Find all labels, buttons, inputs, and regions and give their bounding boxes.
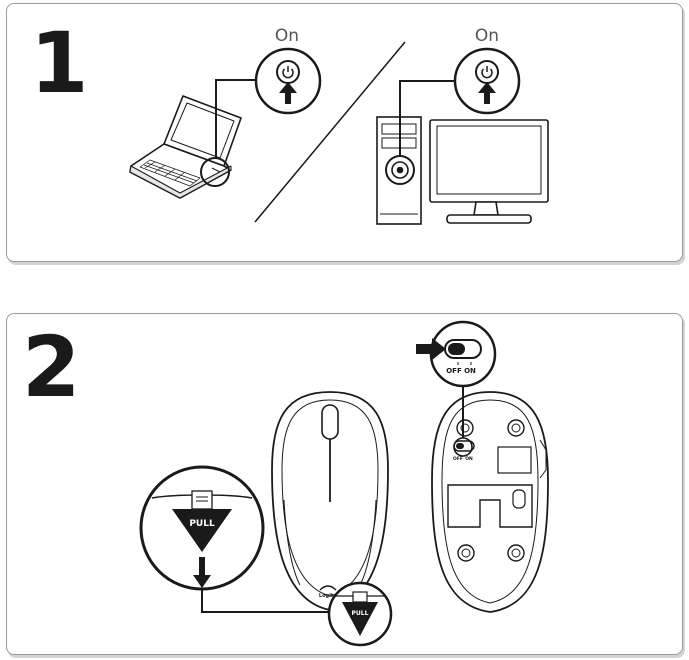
desktop-on-label: On [474,26,500,46]
laptop-icon [129,95,242,199]
step-2-number: 2 [22,318,81,416]
small-switch-on-label: ON [465,456,473,462]
pull-tab-callout-large: PULL [139,465,265,591]
divider-line [254,41,406,223]
monitor-icon [429,119,549,224]
step-1-panel [6,3,683,262]
connector-line [399,80,457,156]
mouse-top-icon: Logitech [271,391,389,611]
laptop-on-label: On [274,26,300,46]
connector-line [201,584,329,613]
brand-label: Logitech [319,593,344,599]
switch-off-label: OFF [446,367,462,375]
mouse-bottom-icon: OFF ON [431,391,549,613]
power-callout-1 [254,47,322,115]
arrow-down-icon [193,557,211,588]
pull-label-large: PULL [189,519,215,529]
pull-tab-callout-small: PULL [327,581,393,647]
pull-tab-icon [172,509,232,552]
power-switch-callout: OFF ON [429,320,497,388]
arrow-right-icon [416,338,446,360]
arrow-up-icon [478,82,496,104]
power-callout-2 [453,47,521,115]
arrow-up-icon [279,82,297,104]
connector-line [215,79,257,158]
pull-label-small: PULL [352,610,369,617]
step-1-number: 1 [30,14,89,112]
pull-tab-icon [342,602,378,636]
switch-on-label: ON [464,367,476,375]
small-switch-off-label: OFF [453,456,463,462]
